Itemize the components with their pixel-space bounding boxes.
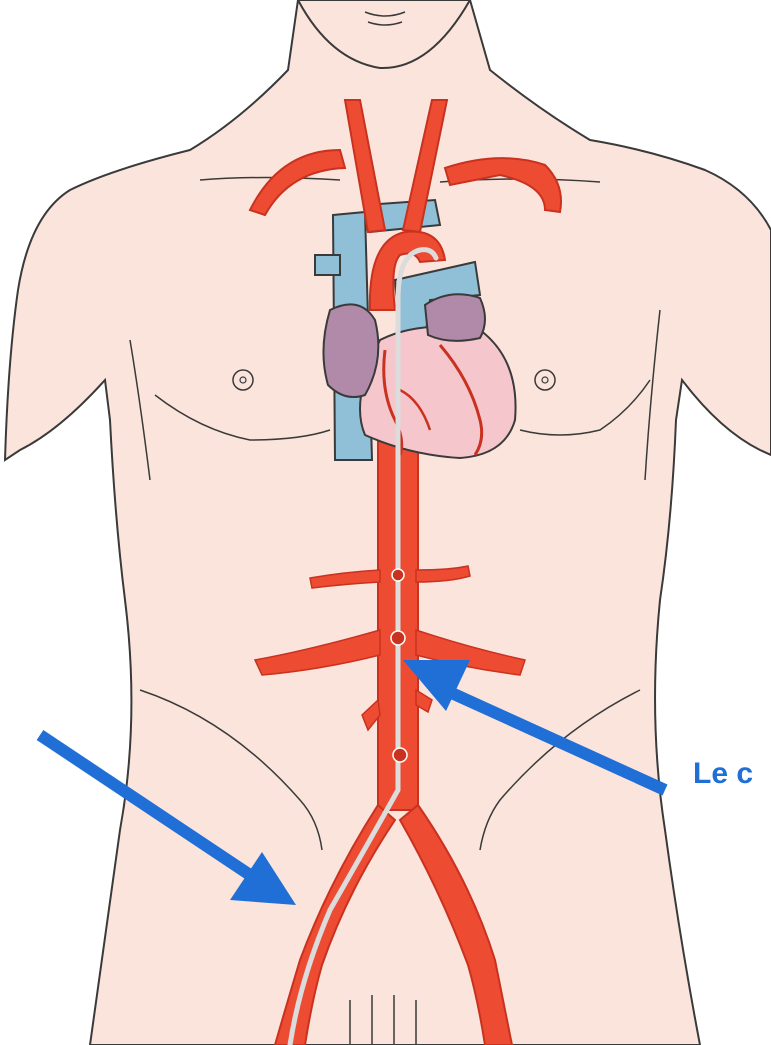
right-atrium bbox=[323, 304, 378, 397]
label-right: Le c bbox=[693, 757, 753, 791]
ostium-2 bbox=[391, 631, 405, 645]
left-atrium bbox=[425, 294, 485, 341]
ostium-1 bbox=[392, 569, 404, 581]
left-ventricle bbox=[360, 327, 516, 458]
vena-cava-branch-left bbox=[315, 255, 340, 275]
ostium-3 bbox=[393, 748, 407, 762]
